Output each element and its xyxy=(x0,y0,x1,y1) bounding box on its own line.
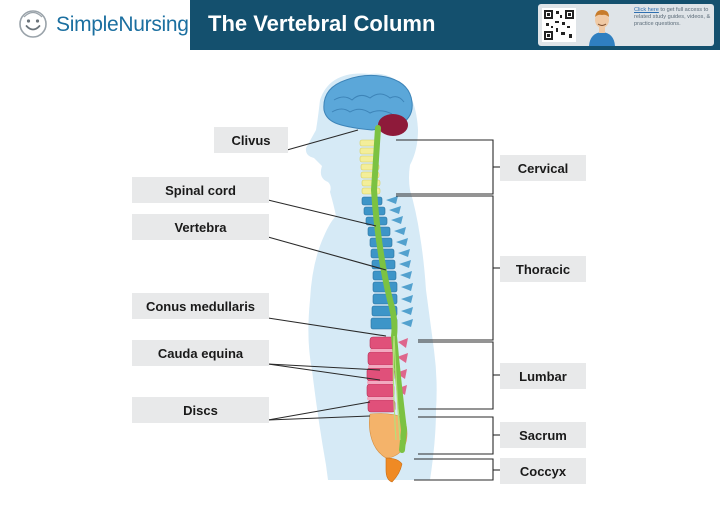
promo-text: Click here to get full access to related… xyxy=(634,7,712,28)
body-silhouette xyxy=(305,73,437,480)
left-leader-lines xyxy=(267,129,387,421)
mascot-icon xyxy=(589,10,615,46)
label-discs: Discs xyxy=(132,397,269,423)
promo-banner[interactable]: Click here to get full access to related… xyxy=(538,4,714,46)
intervertebral-discs xyxy=(367,349,395,400)
label-thoracic: Thoracic xyxy=(500,256,586,282)
coccyx xyxy=(385,457,403,483)
label-sacrum: Sacrum xyxy=(500,422,586,448)
brand-name: SimpleNursing xyxy=(56,13,189,36)
label-clivus: Clivus xyxy=(214,127,288,153)
smiley-logo-icon xyxy=(19,10,47,38)
page-title: The Vertebral Column xyxy=(208,11,436,36)
header-bar: SimpleNursing The Vertebral Column Click… xyxy=(0,0,720,50)
thoracic-vertebrae xyxy=(361,196,398,330)
label-cauda-equina: Cauda equina xyxy=(132,340,269,366)
label-lumbar: Lumbar xyxy=(500,363,586,389)
cerebellum xyxy=(378,114,408,136)
label-coccyx: Coccyx xyxy=(500,458,586,484)
right-bracket-lines xyxy=(396,139,500,481)
label-cervical: Cervical xyxy=(500,155,586,181)
promo-description: to get full access to related study guid… xyxy=(634,7,711,27)
lumbar-vertebrae xyxy=(366,336,397,413)
label-conus-medullaris: Conus medullaris xyxy=(132,293,269,319)
promo-link[interactable]: Click here xyxy=(634,7,659,13)
label-spinal-cord: Spinal cord xyxy=(132,177,269,203)
label-vertebra: Vertebra xyxy=(132,214,269,240)
qr-code-icon xyxy=(542,8,576,42)
spinal-cord xyxy=(370,125,408,453)
logo[interactable]: SimpleNursing xyxy=(0,0,190,50)
